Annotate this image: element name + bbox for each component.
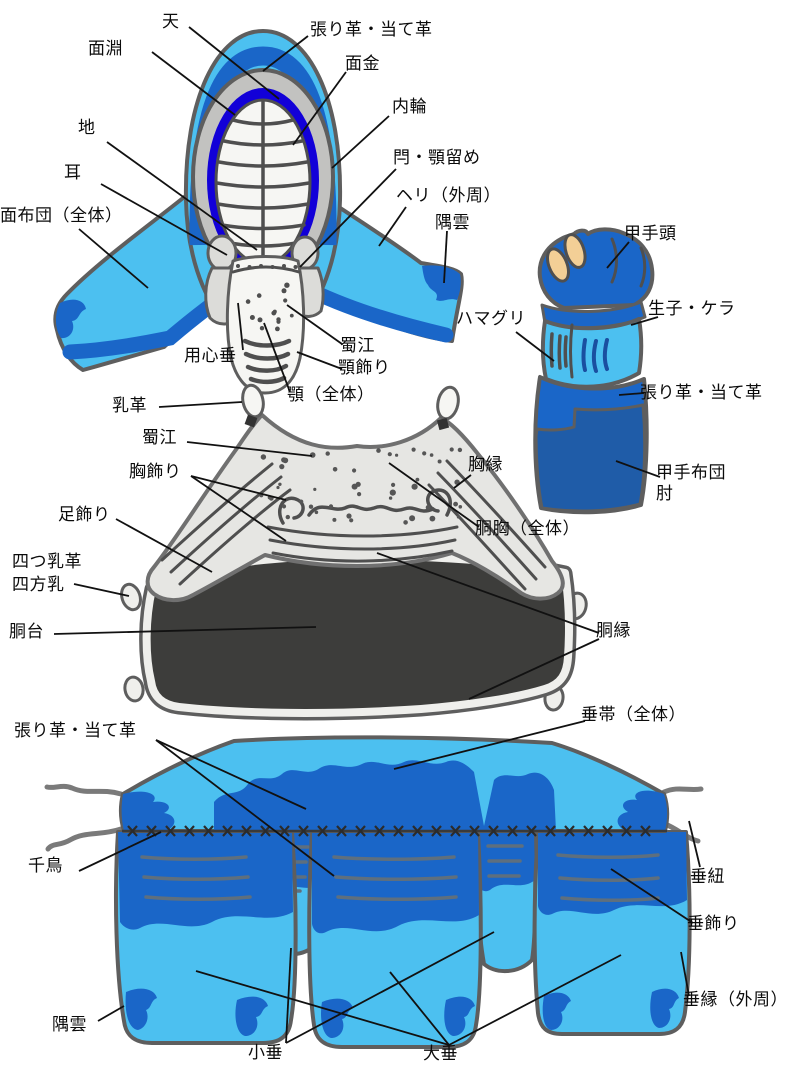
label-namako-kera: 生子・ケラ [648, 299, 736, 319]
kote-buton [534, 403, 647, 513]
label-hamaguri: ハマグリ [456, 309, 526, 329]
label-tarekazari: 垂飾り [687, 914, 740, 934]
chidori-stitching [127, 825, 651, 837]
harigawa-patch [214, 760, 556, 831]
sumigumo-patch [444, 996, 475, 1036]
chichikawa-loop [120, 582, 142, 612]
kote-illustration [533, 227, 655, 515]
tare-himo-cord [44, 783, 124, 797]
do-illustration [120, 383, 588, 721]
tare-himo-cord [45, 826, 124, 852]
label-chidori: 千鳥 [28, 856, 63, 876]
label-chichikawa: 乳革 [112, 396, 147, 416]
label-kotebuton: 甲手布団 肘 [656, 463, 726, 505]
sumigumo-patch [235, 996, 268, 1036]
label-yotsu-chichikawa: 四つ乳革 [12, 552, 82, 572]
chichikawa-loop-top [436, 385, 460, 421]
label-kannuki: 閂・顎留め [393, 148, 481, 168]
men-illustration [53, 29, 464, 395]
label-ji: 地 [78, 118, 96, 138]
label-muneberi: 胸縁 [468, 455, 503, 475]
label-doberi: 胴縁 [596, 621, 631, 641]
label-ashikazari: 足飾り [58, 505, 111, 525]
label-mengane: 面金 [345, 54, 380, 74]
chichikawa-loop-top [241, 383, 265, 419]
label-kotegashira: 甲手頭 [624, 224, 677, 244]
sumigumo-patch-men-right [422, 265, 461, 301]
label-shiho-chichi: 四方乳 [12, 575, 65, 595]
label-harigawa-kote: 張り革・当て革 [640, 383, 763, 403]
sumigumo-patch [321, 998, 353, 1038]
tare-illustration [44, 735, 704, 1049]
label-menbuchi: 面淵 [88, 39, 123, 59]
label-tareberi: 垂縁（外周） [683, 990, 788, 1010]
label-kodare: 小垂 [248, 1043, 283, 1063]
label-dodai: 胴台 [9, 622, 44, 642]
label-menbuton: 面布団（全体） [0, 206, 123, 226]
label-shokko-do: 蜀江 [142, 428, 177, 448]
label-harigawa-men: 張り革・当て革 [310, 20, 433, 40]
label-munekazari: 胸飾り [129, 462, 182, 482]
label-ten: 天 [162, 12, 180, 32]
label-domune: 胴胸（全体） [475, 519, 580, 539]
label-uchiwa: 内輪 [392, 97, 427, 117]
thumb-opening [563, 233, 587, 269]
sumigumo-patch-men-left [55, 299, 86, 339]
label-shokko-men: 蜀江 [340, 336, 375, 356]
sumigumo-patch [542, 992, 571, 1030]
mune-kazari-curl [426, 488, 453, 517]
tare-himo-cord [661, 786, 704, 795]
label-harigawa-tare: 張り革・当て革 [14, 721, 137, 741]
label-mimi: 耳 [64, 163, 82, 183]
chichikawa-loop [123, 675, 145, 703]
sumigumo-patch [125, 988, 157, 1030]
label-tarehimo: 垂紐 [690, 867, 725, 887]
label-tareobi: 垂帯（全体） [581, 705, 686, 725]
label-yojindare: 用心垂 [184, 346, 237, 366]
mune-kazari-wave [307, 504, 435, 517]
label-odare: 大垂 [423, 1044, 458, 1064]
mune-kazari-curl [277, 496, 305, 525]
label-sumigumo-tare: 隅雲 [52, 1015, 87, 1035]
label-ago: 顎（全体） [287, 385, 375, 405]
label-sumigumo-men: 隅雲 [435, 213, 470, 233]
leader-lines [53, 26, 701, 1046]
sumigumo-patch [650, 988, 679, 1028]
label-agokazari: 顎飾り [338, 358, 391, 378]
label-heri: ヘリ（外周） [396, 186, 501, 206]
thumb-opening [546, 247, 570, 283]
